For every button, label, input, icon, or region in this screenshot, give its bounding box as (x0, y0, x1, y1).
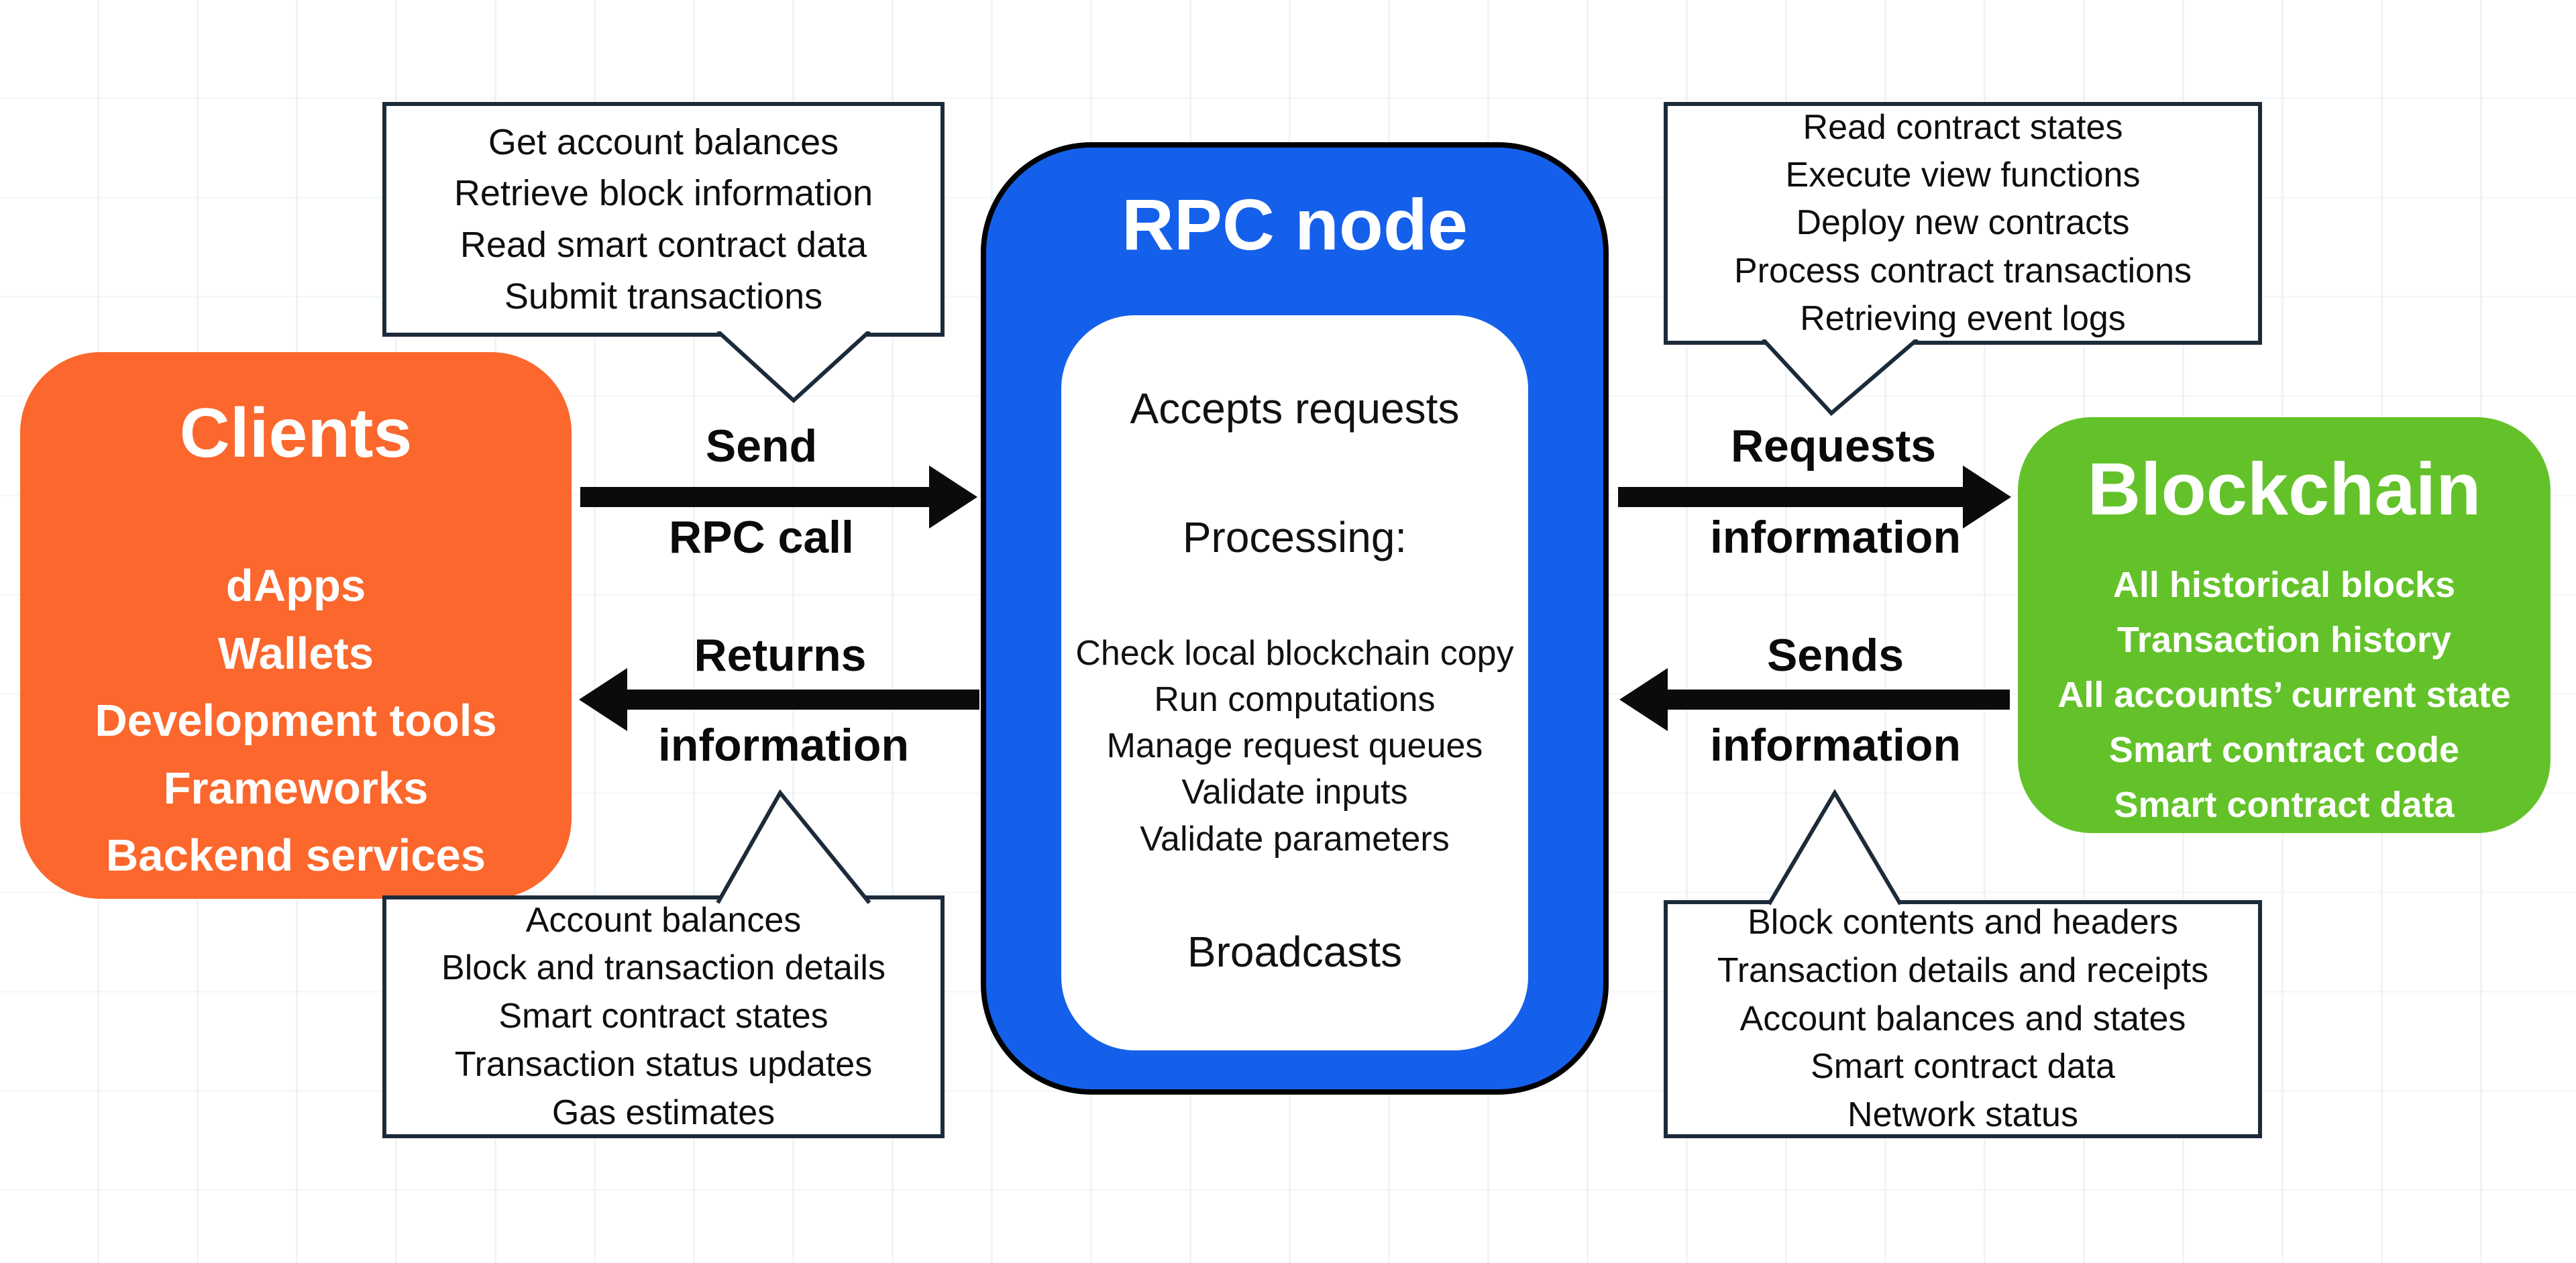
callout-clients-requests: Get account balances Retrieve block info… (382, 102, 945, 337)
blockchain-title: Blockchain (2087, 448, 2481, 531)
arrow-label: information (1710, 512, 1961, 563)
callout-line: Submit transactions (504, 276, 823, 317)
rpc-task: Validate inputs (1181, 773, 1408, 812)
arrow-label: Sends (1766, 630, 1904, 681)
callout-line: Retrieve block information (453, 173, 873, 214)
callout-tail-up-icon (1767, 789, 1902, 905)
callout-tail-down-icon (1761, 339, 1919, 417)
clients-item: Development tools (95, 696, 497, 746)
rpc-accepts-text: Accepts requests (1130, 384, 1460, 433)
rpc-broadcasts-text: Broadcasts (1187, 927, 1403, 976)
callout-line: Network status (1847, 1095, 2078, 1135)
blockchain-item: All accounts’ current state (2057, 675, 2511, 716)
callout-blockchain-sends: Block contents and headers Transaction d… (1664, 900, 2262, 1138)
blockchain-items: All historical blocks Transaction histor… (2018, 557, 2551, 832)
blockchain-item: Smart contract data (2114, 785, 2455, 826)
clients-item: Backend services (105, 830, 486, 881)
rpc-processing-label: Processing: (1182, 513, 1407, 561)
rpc-inner-panel: Accepts requests Processing: Check local… (1061, 315, 1528, 1050)
callout-line: Smart contract data (1811, 1047, 2115, 1087)
arrow-label: RPC call (669, 512, 854, 563)
callout-tail-down-icon (716, 331, 871, 404)
arrow-shaft (1618, 487, 1964, 507)
clients-box: Clients dApps Wallets Development tools … (20, 352, 572, 899)
arrow-head-left-icon (1619, 668, 1668, 731)
callout-line: Block contents and headers (1748, 903, 2178, 942)
callout-line: Execute view functions (1785, 156, 2141, 195)
callout-line: Block and transaction details (441, 948, 885, 988)
arrow-shaft (1668, 690, 2010, 710)
callout-line: Read smart contract data (460, 225, 867, 265)
rpc-node-title: RPC node (1121, 184, 1468, 265)
callout-line: Process contract transactions (1733, 251, 2192, 290)
arrow-label: Requests (1730, 421, 1937, 472)
rpc-task: Check local blockchain copy (1075, 634, 1514, 673)
rpc-task: Manage request queues (1106, 726, 1483, 766)
clients-item: Wallets (217, 628, 374, 679)
arrow-label: Returns (694, 630, 867, 681)
clients-item: dApps (225, 561, 366, 611)
callout-line: Gas estimates (551, 1093, 775, 1132)
callout-returned-information: Account balances Block and transaction d… (382, 895, 945, 1138)
blockchain-item: Transaction history (2116, 620, 2452, 661)
callout-rpc-to-blockchain-requests: Read contract states Execute view functi… (1664, 102, 2262, 345)
arrow-label: information (658, 720, 909, 771)
blockchain-item: All historical blocks (2112, 565, 2456, 605)
callout-line: Transaction status updates (454, 1044, 873, 1084)
blockchain-item: Smart contract code (2108, 730, 2460, 771)
rpc-task-list: Check local blockchain copy Run computat… (1075, 630, 1513, 863)
callout-line: Get account balances (488, 121, 839, 162)
arrow-label: information (1710, 720, 1961, 771)
clients-item: Frameworks (163, 763, 429, 814)
callout-line: Account balances (525, 900, 802, 940)
callout-line: Transaction details and receipts (1717, 950, 2209, 990)
clients-title: Clients (179, 394, 413, 472)
callout-tail-up-icon (716, 789, 871, 904)
callout-line: Deploy new contracts (1796, 203, 2130, 243)
arrow-head-left-icon (579, 668, 627, 731)
callout-line: Account balances and states (1739, 999, 2186, 1038)
arrow-head-right-icon (1963, 465, 2011, 529)
callout-line: Read contract states (1803, 107, 2123, 147)
arrow-shaft (627, 690, 979, 710)
arrow-head-right-icon (929, 465, 977, 529)
arrow-label: Send (705, 421, 818, 472)
rpc-task: Run computations (1154, 680, 1436, 720)
clients-items: dApps Wallets Development tools Framewor… (20, 553, 572, 890)
blockchain-box: Blockchain All historical blocks Transac… (2018, 417, 2551, 833)
callout-line: Smart contract states (498, 997, 828, 1036)
arrow-shaft (580, 487, 930, 507)
callout-line: Retrieving event logs (1800, 298, 2126, 338)
rpc-task: Validate parameters (1140, 819, 1450, 859)
rpc-node-box: RPC node Accepts requests Processing: Ch… (981, 142, 1609, 1095)
